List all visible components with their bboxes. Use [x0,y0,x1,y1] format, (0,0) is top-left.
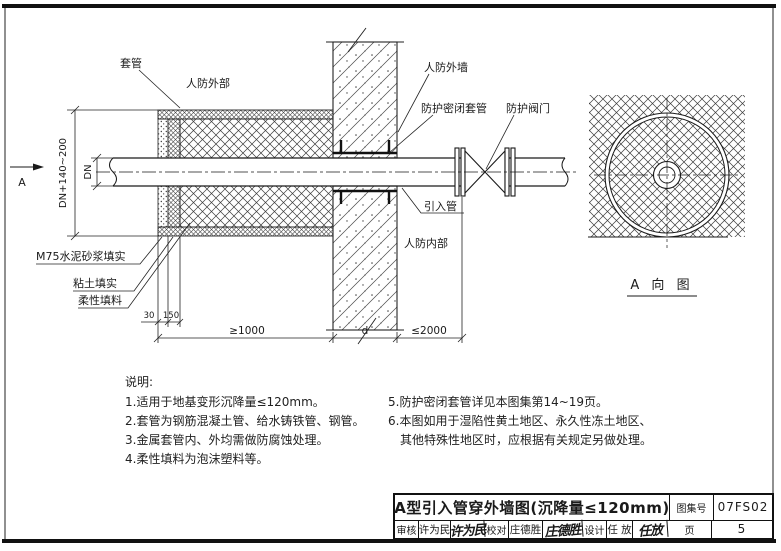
page-border [2,4,776,543]
dim-pipe-dn: DN [83,164,94,179]
design-signature: 任放 [632,519,669,540]
design-label: 设计 [583,520,607,538]
title-block-row-2: 审核 许为民 许为民 校对 庄德胜 庄德胜 设计 任 放 任放 页 5 [395,519,772,540]
mortar-plug-lower [157,185,169,228]
review-name: 许为民 [419,520,451,538]
note-item: 其他特殊性地区时，应根据有关规定另做处理。 [400,433,653,447]
drawing-title: A型引入管穿外墙图(沉降量≤120mm) [394,495,670,520]
leader-lines [36,69,515,309]
design-name: 任 放 [607,520,633,538]
wall-lower [332,185,398,331]
flexible-filler-upper [179,118,334,159]
label-flexible-fill: 柔性填料 [78,293,122,307]
dim-casing-outer: DN+140~200 [58,138,69,208]
view-a-caption: A 向 图 [630,277,693,293]
label-mortar-fill: M75水泥砂浆填实 [36,249,126,263]
dim-mortar-width: 30 [144,311,155,321]
label-valve: 防护阀门 [506,101,550,115]
page-number: 5 [737,522,747,537]
mortar-plug-upper [157,118,169,159]
wall-section [326,27,404,345]
note-item: 2.套管为钢筋混凝土管、给水铸铁管、钢管。 [125,414,365,428]
proofread-signature: 庄德胜 [542,519,584,540]
label-sealed-casing: 防护密闭套管 [421,101,487,115]
review-label: 审核 [395,520,419,538]
note-item: 5.防护密闭套管详见本图集第14~19页。 [388,395,609,409]
page-label: 页 [668,520,712,538]
notes-right-column: 5.防护密闭套管详见本图集第14~19页。 6.本图如用于湿陷性黄土地区、永久性… [388,393,718,450]
casing-assembly [157,109,334,237]
review-signature: 许为民 [449,519,486,540]
wall-break-top [347,27,367,53]
clay-plug-lower [167,185,181,228]
title-block: A型引入管穿外墙图(沉降量≤120mm) 图集号 07FS02 审核 许为民 许… [393,493,774,540]
section-arrow-label: A [18,176,26,189]
section-arrow: A [10,163,44,189]
dim-vertical [67,105,158,241]
label-wall: 人防外墙 [424,60,468,74]
dim-wall-thickness: d [362,325,369,337]
notes-left-column: 1.适用于地基变形沉降量≤120mm。 2.套管为钢筋混凝土管、给水铸铁管、钢管… [125,393,395,469]
section-labels: 套管 人防外部 人防外墙 防护密闭套管 防护阀门 引入管 人防内部 M75水泥砂… [36,56,550,307]
label-clay-fill: 粘土填实 [73,276,117,290]
proofread-name: 庄德胜 [509,520,543,538]
label-casing: 套管 [120,56,142,70]
atlas-number-label: 图集号 [670,495,714,520]
label-inlet-pipe: 引入管 [424,199,457,213]
note-item: 1.适用于地基变形沉降量≤120mm。 [125,395,325,409]
clay-plug-upper [167,118,181,159]
note-item: 4.柔性填料为泡沫塑料等。 [125,452,269,466]
note-item: 6.本图如用于湿陷性黄土地区、永久性冻土地区、 [388,414,652,428]
notes-heading: 说明: [125,375,154,389]
dim-clay-width: 150 [163,311,179,321]
title-block-row-1: A型引入管穿外墙图(沉降量≤120mm) 图集号 07FS02 [394,495,772,521]
label-outside: 人防外部 [186,76,230,90]
casing-wall-top [157,109,334,120]
atlas-number-value: 07FS02 [717,500,769,515]
note-item: 3.金属套管内、外均需做防腐蚀处理。 [125,433,329,447]
sealed-casing [333,140,397,204]
notes: 说明: 1.适用于地基变形沉降量≤120mm。 2.套管为钢筋混凝土管、给水铸铁… [125,373,652,466]
label-inside: 人防内部 [404,236,448,250]
wall-break-bottom [357,317,377,345]
dim-bottom [141,197,467,343]
dim-valve-distance: ≤2000 [411,325,447,337]
wall-upper [332,41,398,159]
dim-casing-length: ≥1000 [229,325,265,337]
proofread-label: 校对 [485,520,509,538]
view-a: A 向 图 [588,95,745,297]
flexible-filler-lower [179,185,334,228]
